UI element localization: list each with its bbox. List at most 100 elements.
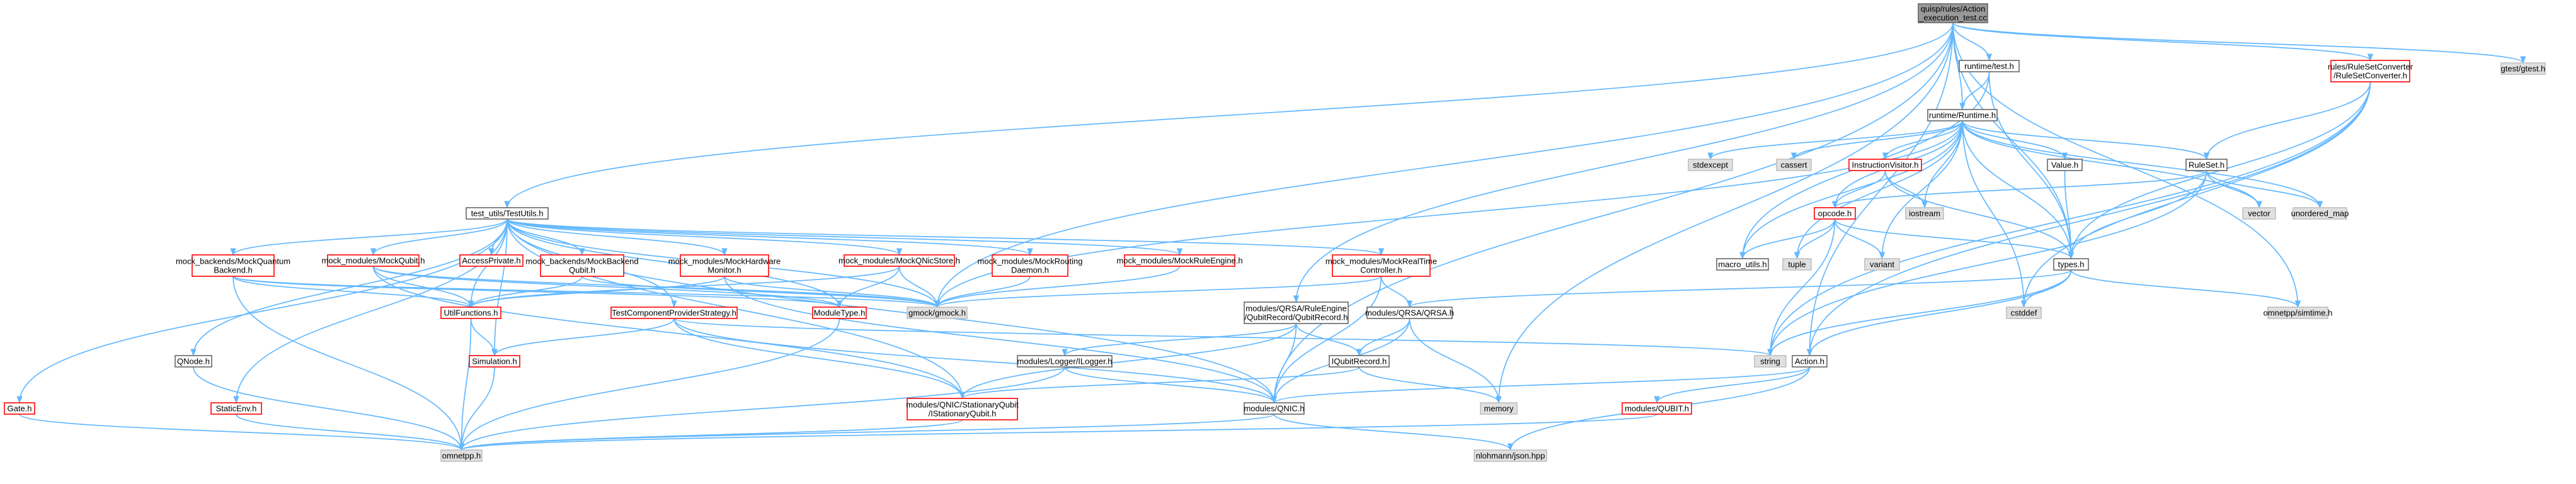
edge-mmrtc-to-qrsa: [1380, 276, 1413, 308]
edge-runtime-to-umap: [1962, 120, 2323, 209]
edge-mmhw-to-gmock: [724, 276, 941, 308]
node-utilfunctions-h[interactable]: UtilFunctions.h: [440, 307, 501, 319]
node-types-h[interactable]: types.h: [2053, 258, 2089, 271]
node-modules-qnic-h[interactable]: modules/QNIC.h: [1244, 402, 1305, 415]
node-label: omnetpp/simtime.h: [2264, 308, 2333, 318]
node-box: [844, 254, 955, 267]
edge-iqrec-to-memory: [1358, 366, 1502, 404]
node-iqubitrecord-h[interactable]: IQubitRecord.h: [1329, 355, 1390, 368]
node-label: vector: [2248, 209, 2270, 218]
edge-qsrec-to-stationary: [959, 323, 1297, 400]
node-rules-rulesetconverter-rulesetconverter-h[interactable]: rules/RuleSetConverter/RuleSetConverter.…: [2328, 60, 2413, 82]
node-omnetpp-h[interactable]: omnetpp.h: [440, 449, 483, 462]
node-test-utils-testutils-h[interactable]: test_utils/TestUtils.h: [466, 207, 549, 220]
node-stdexcept[interactable]: stdexcept: [1688, 159, 1733, 171]
node-label: cassert: [1781, 160, 1807, 170]
edge-runtime-to-stdexcept: [1707, 120, 1963, 160]
node-label: tuple: [1788, 260, 1806, 269]
edge-root-to-memory: [1496, 22, 1954, 404]
edge-runtime_test-to-runtime: [1959, 71, 1990, 111]
node-runtime-test-h[interactable]: runtime/test.h: [1959, 60, 2020, 72]
edge-root-to-gmock: [934, 22, 1954, 308]
edge-mbbq-to-utilfn: [467, 276, 583, 308]
node-label: macro_utils.h: [1718, 260, 1766, 269]
node-variant[interactable]: variant: [1864, 258, 1900, 271]
node-memory[interactable]: memory: [1480, 402, 1518, 415]
node-gmock-gmock-h[interactable]: gmock/gmock.h: [907, 307, 968, 319]
node-opcode-h[interactable]: opcode.h: [1814, 207, 1856, 220]
node-box: [1017, 355, 1113, 368]
node-label: Controller.h: [1360, 266, 1402, 275]
node-box: [1864, 258, 1900, 271]
node-cassert[interactable]: cassert: [1776, 159, 1812, 171]
edge-rsc-to-cstddef: [2020, 81, 2371, 308]
node-simulation-h[interactable]: Simulation.h: [469, 355, 520, 368]
node-box: [1329, 355, 1390, 368]
edge-qnode-to-omnetpp: [193, 366, 465, 451]
node-mock-modules-mockqubit-h[interactable]: mock_modules/MockQubit.h: [321, 254, 425, 267]
node-macro-utils-h[interactable]: macro_utils.h: [1716, 258, 1769, 271]
node-qnode-h[interactable]: QNode.h: [175, 355, 212, 368]
node-runtime-runtime-h[interactable]: runtime/Runtime.h: [1927, 109, 1998, 121]
node-modules-qrsa-qrsa-h[interactable]: modules/QRSA/QRSA.h: [1365, 307, 1454, 319]
node-iostream[interactable]: iostream: [1905, 207, 1944, 220]
node-modules-qubit-h[interactable]: modules/QUBIT.h: [1622, 402, 1692, 415]
edge-mmqubit-to-stationary: [372, 266, 966, 400]
node-label: /QubitRecord/QubitRecord.h: [1244, 313, 1348, 322]
node-box: [2330, 60, 2410, 82]
node-value-h[interactable]: Value.h: [2047, 159, 2083, 171]
node-label: _execution_test.cc: [1918, 13, 1987, 23]
edge-opcode-to-macro: [1739, 218, 1836, 260]
node-label: Gate.h: [7, 404, 31, 414]
edge-qnic-to-omnetpp: [459, 414, 1275, 451]
node-gtest-gtest-h[interactable]: gtest/gtest.h: [2500, 62, 2546, 75]
node-label: TestComponentProviderStrategy.h: [612, 308, 736, 318]
edge-qsrec-to-logger: [1062, 323, 1297, 357]
edge-instr-to-iostream: [1884, 170, 1928, 209]
edge-root-to-simtime: [1952, 22, 2301, 308]
node-staticenv-h[interactable]: StaticEnv.h: [210, 402, 262, 415]
node-quisp-rules-action-execution-test-cc[interactable]: quisp/rules/Action_execution_test.cc: [1918, 3, 1988, 23]
node-box: [1848, 159, 1922, 171]
edge-mmqnic-to-moduletype: [836, 266, 900, 308]
node-ruleset-h[interactable]: RuleSet.h: [2185, 159, 2228, 171]
node-unordered-map[interactable]: unordered_map: [2291, 207, 2349, 220]
node-modules-qrsa-ruleengine-qubitrecord-qubitrecord-h[interactable]: modules/QRSA/RuleEngine/QubitRecord/Qubi…: [1244, 301, 1349, 324]
edge-runtime-to-variant: [1879, 120, 1963, 260]
node-label: mock_modules/MockQubit.h: [321, 256, 425, 266]
node-nlohmann-json-hpp[interactable]: nlohmann/json.hpp: [1474, 449, 1547, 462]
node-string[interactable]: string: [1754, 355, 1787, 368]
node-box: [440, 449, 483, 462]
edge-testutils-to-simulation: [491, 218, 508, 357]
node-testcomponentproviderstrategy-h[interactable]: TestComponentProviderStrategy.h: [610, 307, 738, 319]
node-tuple[interactable]: tuple: [1782, 258, 1812, 271]
node-label: QNode.h: [177, 357, 210, 366]
edge-root-to-testutils: [504, 22, 1954, 209]
node-cstddef[interactable]: cstddef: [2006, 307, 2042, 319]
node-omnetpp-simtime-h[interactable]: omnetpp/simtime.h: [2264, 307, 2333, 319]
edge-runtime-to-vector: [1962, 120, 2262, 209]
node-action-h[interactable]: Action.h: [1792, 355, 1828, 368]
node-vector[interactable]: vector: [2242, 207, 2276, 220]
edge-testutils-to-mmqnic: [507, 218, 903, 256]
node-box: [1776, 159, 1812, 171]
node-instructionvisitor-h[interactable]: InstructionVisitor.h: [1848, 159, 1922, 171]
node-box: [2267, 307, 2328, 319]
node-modules-qnic-stationaryqubit-istationaryqubit-h[interactable]: modules/QNIC/StationaryQubit/IStationary…: [906, 398, 1019, 420]
node-box: [1716, 258, 1769, 271]
node-box: [459, 254, 524, 267]
node-mock-modules-mockqnicstore-h[interactable]: mock_modules/MockQNicStore.h: [839, 254, 960, 267]
node-modules-logger-ilogger-h[interactable]: modules/Logger/ILogger.h: [1017, 355, 1113, 368]
edge-utilfn-to-omnetpp: [458, 318, 472, 451]
node-mock-modules-mockruleengine-h[interactable]: mock_modules/MockRuleEngine.h: [1116, 254, 1243, 267]
node-accessprivate-h[interactable]: AccessPrivate.h: [459, 254, 524, 267]
node-gate-h[interactable]: Gate.h: [4, 402, 35, 415]
node-box: [469, 355, 520, 368]
node-label: Monitor.h: [707, 266, 741, 275]
node-moduletype-h[interactable]: ModuleType.h: [812, 307, 867, 319]
